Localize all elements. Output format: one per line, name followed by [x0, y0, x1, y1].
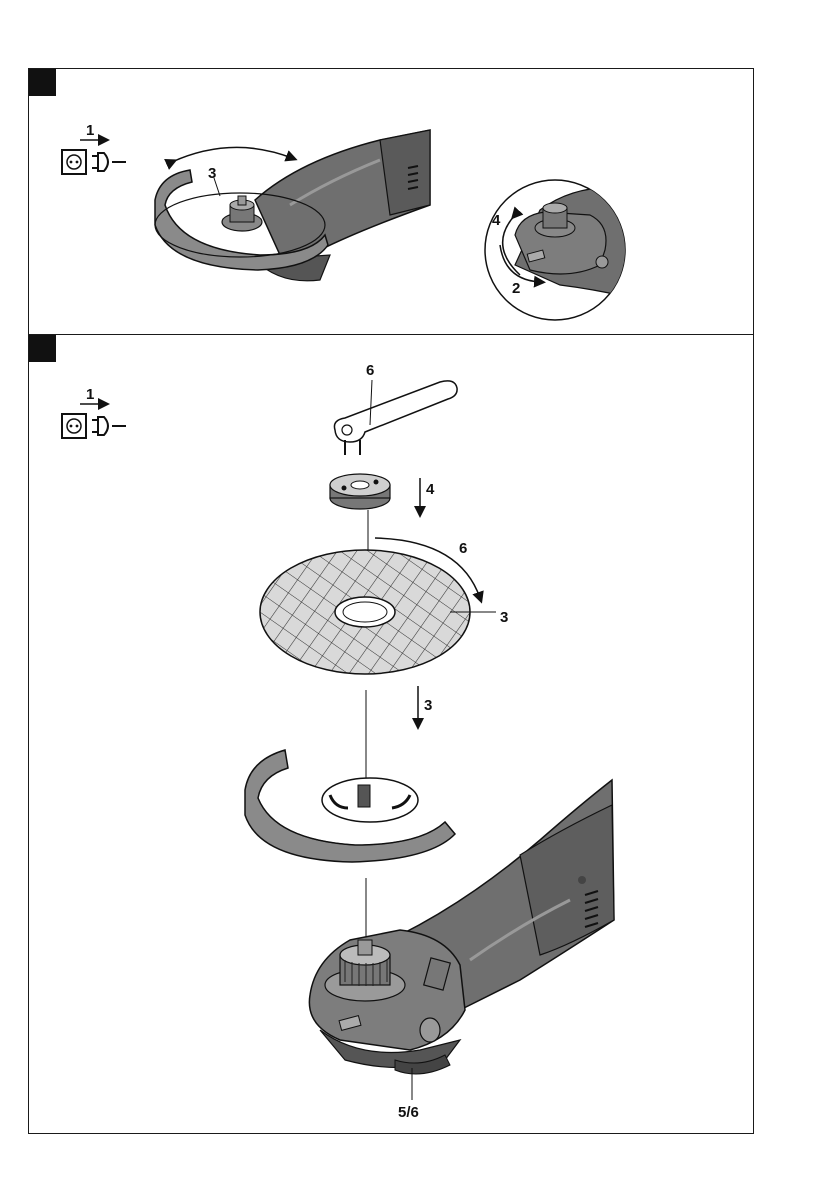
wrench-label: 6 — [366, 362, 374, 379]
angle-grinder — [309, 780, 614, 1074]
nut-arrow-label: 4 — [426, 481, 435, 498]
pin-wrench — [334, 380, 457, 455]
rotate-down-label: 2 — [512, 280, 520, 297]
rotate-guard-arrow-icon — [172, 147, 292, 162]
clamping-nut — [330, 474, 390, 509]
socket-plug-icon — [62, 404, 126, 438]
cutting-disc — [260, 550, 470, 674]
detail-inset — [485, 180, 640, 320]
step-number-1: 1 — [86, 386, 94, 403]
disc-label: 3 — [500, 609, 508, 626]
wheel-guard — [245, 750, 455, 862]
rotation-label: 6 — [459, 540, 467, 557]
guard-label: 3 — [208, 165, 216, 182]
disc-arrow-label: 3 — [424, 697, 432, 714]
rotate-up-label: 4 — [492, 212, 501, 229]
socket-plug-icon — [62, 140, 126, 174]
step-number-1: 1 — [86, 122, 94, 139]
spindle-lock-label: 5/6 — [398, 1104, 419, 1121]
